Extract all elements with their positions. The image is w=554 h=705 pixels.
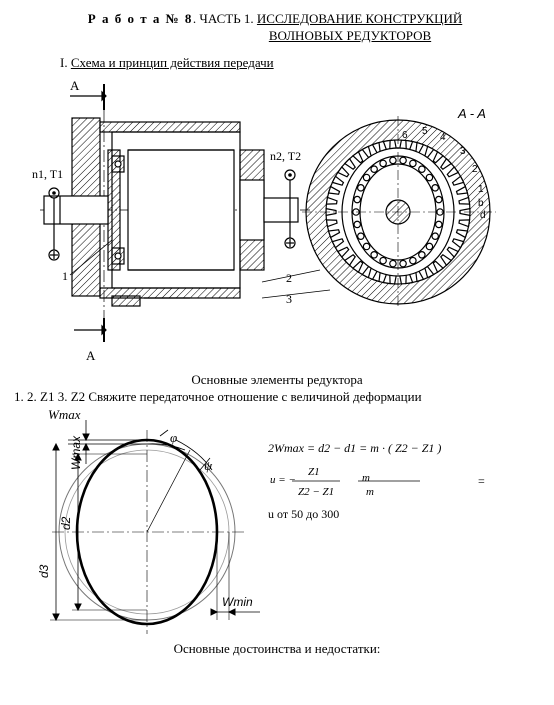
part-label-3: 3 [286, 292, 292, 306]
title-line1: ИССЛЕДОВАНИЕ КОНСТРУКЦИЙ [256, 11, 463, 26]
section-letter-b: b [478, 198, 484, 209]
question-text: 1. 2. Z1 3. Z2 Свяжите передаточное отно… [14, 389, 422, 404]
gear-tooth [458, 196, 471, 205]
output-label: n2, T2 [270, 149, 301, 163]
gear-tooth [352, 260, 364, 274]
caption-pros-cons: Основные достоинства и недостатки: [173, 641, 381, 656]
formula-m-numerator: m [362, 472, 370, 484]
bearing-ball [418, 165, 426, 174]
part-label-1: 1 [62, 269, 68, 283]
gear-tooth [458, 219, 471, 228]
gear-tooth [336, 246, 350, 258]
formula-equals: = [478, 474, 485, 488]
bearing-ball [425, 242, 434, 251]
reducer-section-drawing [40, 84, 331, 342]
gear-tooth [455, 185, 469, 195]
bearing-ball [418, 250, 426, 259]
formula-u-denominator: Z2 − Z1 [298, 486, 335, 498]
bearing-ball [409, 159, 417, 168]
gear-tooth [327, 229, 341, 239]
d2-dim-label: d2 [59, 516, 73, 530]
section-number-5: 5 [422, 126, 428, 137]
page-title: Р а б о т а № 8. ЧАСТЬ 1. ИССЛЕДОВАНИЕ К… [60, 10, 490, 44]
gear-tooth [451, 238, 465, 249]
gear-tooth [343, 254, 356, 267]
section-letter-d: d [480, 210, 486, 221]
gear-tooth [446, 166, 460, 178]
work-label: Р а б о т а № 8 [87, 11, 193, 26]
gear-tooth [432, 260, 444, 274]
gear-tooth [325, 207, 337, 217]
gear-tooth [325, 196, 338, 205]
section-aa-drawing [302, 116, 496, 308]
formula-u-left: u = − [270, 474, 296, 486]
input-label: n1, T1 [32, 167, 63, 181]
bearing-ball [353, 195, 362, 204]
bearing-ball [353, 220, 362, 229]
title-line2: ВОЛНОВЫХ РЕДУКТОРОВ [268, 28, 432, 43]
section-label-top: A [70, 78, 80, 93]
question-wmax: Wmax [48, 407, 81, 422]
formula-u-numerator: Z1 [308, 466, 320, 478]
phi-label: φ [170, 430, 177, 445]
gear-tooth [455, 229, 469, 239]
gear-tooth [451, 175, 465, 186]
bearing-ball [434, 195, 443, 204]
formula-range: u от 50 до 300 [268, 507, 340, 521]
gear-tooth [325, 219, 338, 228]
formula-deformation: 2Wmax = d2 − d1 = m · ( Z2 − Z1 ) [268, 441, 442, 455]
gear-tooth [327, 185, 341, 195]
wmax-dim-label: Wmax [69, 435, 83, 470]
gear-tooth [336, 166, 350, 178]
gear-tooth [440, 254, 453, 267]
bearing-ball [389, 259, 397, 268]
bearing-ball [425, 173, 434, 182]
part-label-2: 2 [286, 271, 292, 285]
section-number-1: 1 [478, 184, 484, 195]
bearing-ball [379, 256, 387, 265]
gear-tooth [432, 150, 444, 164]
bearing-ball [434, 220, 443, 229]
deformation-diagram [50, 420, 260, 634]
caption-main-elements: Основные элементы редуктора [191, 372, 363, 387]
section-numbers: 6 5 4 3 2 1 b d [402, 126, 486, 221]
bearing-ball [362, 173, 371, 182]
bearing-ball [357, 184, 365, 192]
bearing-ball [409, 256, 417, 265]
d3-dim-label: d3 [37, 564, 51, 578]
gear-tooth [331, 175, 345, 186]
bearing-ball [399, 259, 407, 268]
section-number-3: 3 [460, 146, 466, 157]
section-heading: I. Схема и принцип действия передачи [60, 55, 274, 71]
bearing-ball [362, 242, 371, 251]
gear-tooth [446, 246, 460, 258]
section-number-2: 2 [472, 164, 478, 175]
formula-m-denominator: m [366, 486, 374, 498]
bearing-ball [370, 165, 378, 174]
psi-label: ψ [204, 458, 213, 473]
bearing-ball [431, 232, 439, 240]
gear-tooth [440, 157, 453, 170]
wmin-dim-label: Wmin [222, 595, 253, 609]
bearing-ball [399, 156, 407, 165]
gear-tooth [352, 150, 364, 164]
section-label-bottom: A [86, 348, 96, 363]
section-view-label: A - A [457, 106, 486, 121]
bearing-ball [389, 156, 397, 165]
section-number: I. [60, 55, 68, 70]
part-label: . ЧАСТЬ 1. [192, 11, 254, 26]
bearing-ball [370, 250, 378, 259]
section-title: Схема и принцип действия передачи [70, 55, 274, 70]
bearing-ball [357, 232, 365, 240]
gear-tooth [343, 157, 356, 170]
gear-tooth [331, 238, 345, 249]
bearing-ball [379, 159, 387, 168]
bearing-ball [431, 184, 439, 192]
section-number-6: 6 [402, 130, 408, 141]
section-number-4: 4 [440, 132, 446, 143]
